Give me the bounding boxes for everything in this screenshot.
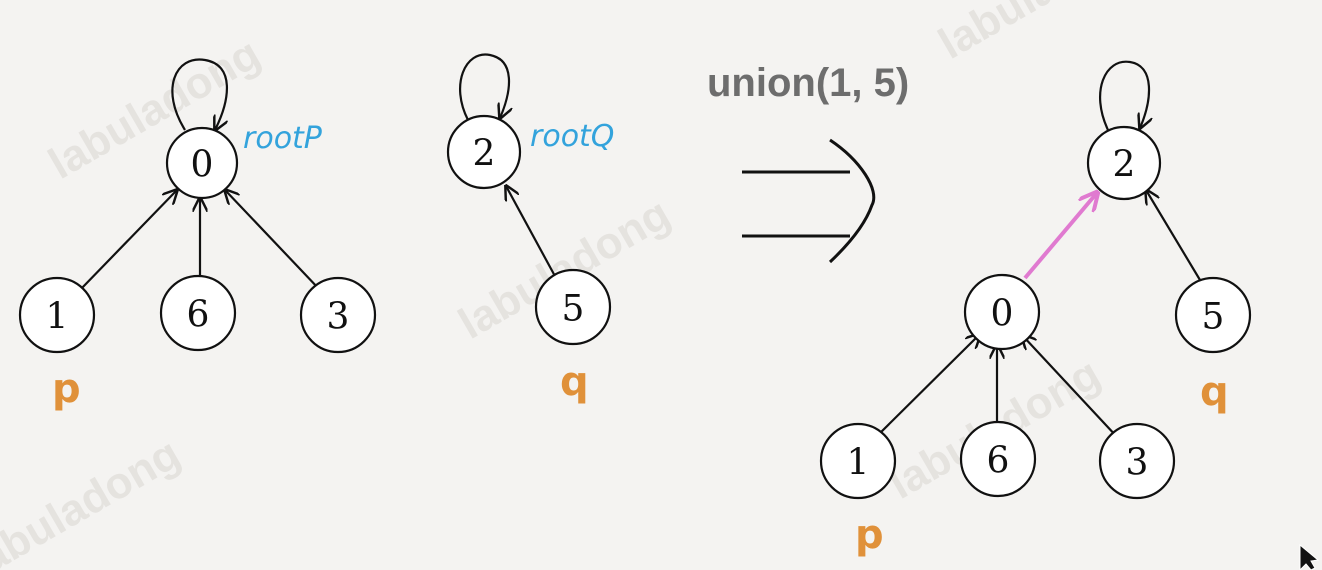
result-tree: 2 0 5 1 6 3 p q [819, 60, 1252, 558]
node-label: 1 [46, 297, 69, 338]
implies-arrow-icon [742, 138, 876, 264]
union-edge-0-to-2 [1023, 194, 1096, 280]
node-3: 3 [299, 276, 377, 354]
tree-p: 0 1 6 3 rootP p [18, 58, 377, 412]
node-6: 6 [159, 274, 237, 352]
edge-5-to-2 [1146, 190, 1201, 281]
watermark: labuladong [0, 429, 188, 570]
node-0: 0 [165, 126, 239, 200]
marker-q: q [560, 359, 589, 405]
root-q-label: rootQ [530, 119, 614, 154]
node-label: 5 [1202, 297, 1225, 338]
node-label: 0 [991, 294, 1014, 335]
node-3: 3 [1098, 422, 1176, 500]
node-6: 6 [959, 420, 1037, 498]
node-2: 2 [446, 114, 522, 190]
node-1: 1 [18, 276, 96, 354]
node-label: 0 [191, 145, 214, 186]
watermark: labuladong [931, 0, 1159, 69]
node-5: 5 [534, 268, 612, 346]
node-5: 5 [1174, 276, 1252, 354]
node-label: 3 [1126, 443, 1149, 484]
marker-p: p [855, 512, 884, 558]
node-label: 2 [473, 134, 496, 175]
node-label: 5 [562, 289, 585, 330]
self-loop-2 [459, 53, 509, 120]
edge-5-to-2 [506, 186, 557, 279]
edge-1-to-0 [79, 190, 177, 291]
edge-1-to-0 [874, 334, 980, 439]
edge-3-to-0 [1022, 335, 1119, 439]
self-loop-2 [1099, 60, 1149, 130]
node-0: 0 [963, 273, 1041, 351]
node-label: 3 [327, 297, 350, 338]
node-2: 2 [1086, 125, 1162, 201]
marker-p: p [52, 366, 81, 412]
node-label: 2 [1113, 145, 1136, 186]
node-label: 6 [187, 295, 210, 336]
edge-3-to-0 [225, 190, 321, 291]
tree-q: 2 5 rootQ q [446, 53, 614, 405]
node-label: 6 [987, 441, 1010, 482]
marker-q: q [1200, 369, 1229, 415]
node-1: 1 [819, 422, 897, 500]
mouse-cursor-icon [1299, 543, 1320, 570]
self-loop-0 [171, 58, 227, 130]
root-p-label: rootP [243, 121, 323, 156]
node-label: 1 [847, 443, 870, 484]
operation-label: union(1, 5) [707, 61, 909, 105]
